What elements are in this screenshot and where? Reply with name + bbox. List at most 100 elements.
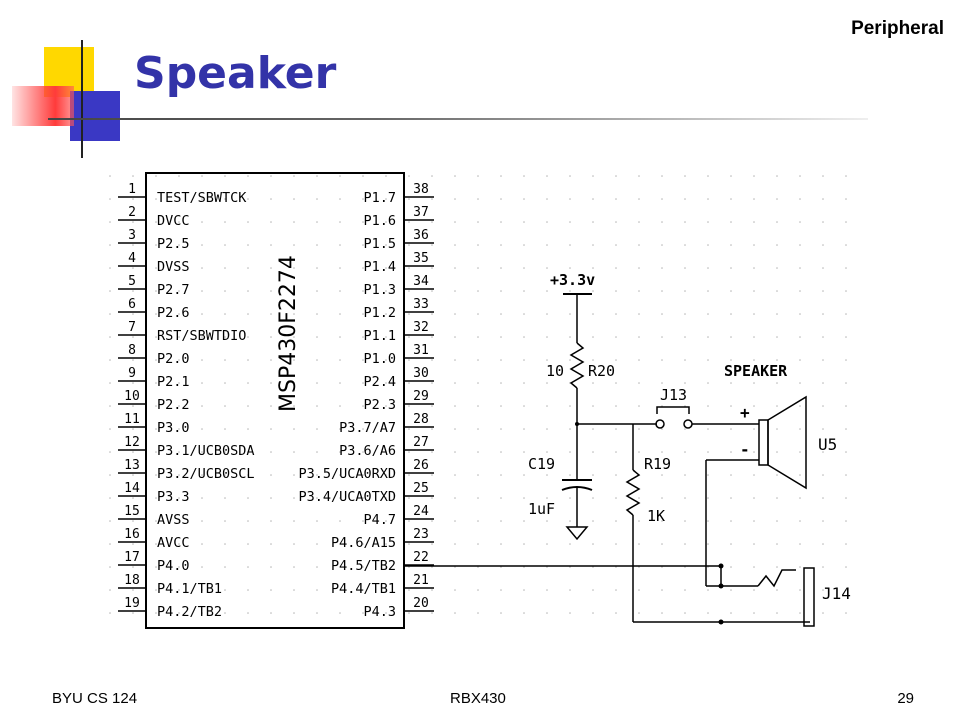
right-pin-number: 20 [413, 596, 429, 611]
grid-dot [293, 336, 295, 338]
grid-dot [845, 198, 847, 200]
grid-dot [707, 198, 709, 200]
grid-dot [684, 497, 686, 499]
grid-dot [776, 359, 778, 361]
grid-dot [730, 566, 732, 568]
grid-dot [454, 267, 456, 269]
right-pin-number: 32 [413, 320, 429, 335]
grid-dot [500, 244, 502, 246]
grid-dot [178, 290, 180, 292]
grid-dot [546, 244, 548, 246]
grid-dot [546, 405, 548, 407]
grid-dot [546, 382, 548, 384]
grid-dot [247, 451, 249, 453]
grid-dot [477, 175, 479, 177]
grid-dot [247, 175, 249, 177]
grid-dot [500, 336, 502, 338]
grid-dot [178, 382, 180, 384]
grid-dot [454, 313, 456, 315]
grid-dot [178, 175, 180, 177]
slide-title: Speaker [134, 48, 337, 99]
grid-dot [385, 405, 387, 407]
right-pin-number: 27 [413, 435, 429, 450]
jumper-j13-bracket [656, 406, 690, 414]
grid-dot [523, 428, 525, 430]
grid-dot [615, 313, 617, 315]
grid-dot [753, 474, 755, 476]
c19-value: 1uF [528, 500, 555, 518]
grid-dot [822, 175, 824, 177]
grid-dot [592, 336, 594, 338]
grid-dot [293, 543, 295, 545]
grid-dot [730, 520, 732, 522]
grid-dot [224, 405, 226, 407]
grid-dot [707, 589, 709, 591]
right-pin-number: 22 [413, 550, 429, 565]
left-pin-label: TEST/SBWTCK [157, 190, 247, 206]
grid-dot [776, 336, 778, 338]
grid-dot [707, 290, 709, 292]
grid-dot [638, 405, 640, 407]
left-pin-number: 14 [124, 481, 140, 496]
left-pin-number: 16 [124, 527, 140, 542]
grid-dot [454, 359, 456, 361]
grid-dot [247, 566, 249, 568]
grid-dot [822, 566, 824, 568]
grid-dot [776, 428, 778, 430]
grid-dot [201, 290, 203, 292]
grid-dot [776, 612, 778, 614]
grid-dot [339, 543, 341, 545]
grid-dot [201, 221, 203, 223]
grid-dot [661, 290, 663, 292]
grid-dot [822, 428, 824, 430]
grid-dot [799, 428, 801, 430]
grid-dot [201, 244, 203, 246]
grid-dot [776, 198, 778, 200]
grid-dot [454, 336, 456, 338]
grid-dot [500, 612, 502, 614]
grid-dot [776, 543, 778, 545]
left-pin-label: AVSS [157, 512, 190, 528]
grid-dot [684, 589, 686, 591]
grid-dot [385, 428, 387, 430]
grid-dot [477, 382, 479, 384]
grid-dot [316, 221, 318, 223]
grid-dot [431, 589, 433, 591]
grid-dot [247, 543, 249, 545]
grid-dot [477, 198, 479, 200]
grid-dot [638, 359, 640, 361]
grid-dot [569, 520, 571, 522]
grid-dot [408, 198, 410, 200]
grid-dot [707, 267, 709, 269]
right-pin-number: 24 [413, 504, 429, 519]
grid-dot [339, 267, 341, 269]
grid-dot [454, 198, 456, 200]
grid-dot [316, 198, 318, 200]
grid-dot [638, 313, 640, 315]
grid-dot [155, 290, 157, 292]
grid-dot [132, 198, 134, 200]
grid-dot [224, 267, 226, 269]
right-pin-number: 34 [413, 274, 429, 289]
grid-dot [431, 497, 433, 499]
grid-dot [339, 566, 341, 568]
grid-dot [293, 267, 295, 269]
grid-dot [155, 175, 157, 177]
grid-dot [615, 244, 617, 246]
grid-dot [431, 313, 433, 315]
grid-dot [822, 198, 824, 200]
grid-dot [293, 198, 295, 200]
left-pin-label: P2.2 [157, 397, 190, 413]
grid-dot [270, 520, 272, 522]
grid-dot [730, 543, 732, 545]
grid-dot [569, 428, 571, 430]
grid-dot [224, 290, 226, 292]
grid-dot [247, 336, 249, 338]
grid-dot [385, 566, 387, 568]
grid-dot [155, 221, 157, 223]
left-pin-label: AVCC [157, 535, 190, 551]
grid-dot [362, 497, 364, 499]
grid-dot [109, 198, 111, 200]
grid-dot [339, 175, 341, 177]
grid-dot [523, 313, 525, 315]
